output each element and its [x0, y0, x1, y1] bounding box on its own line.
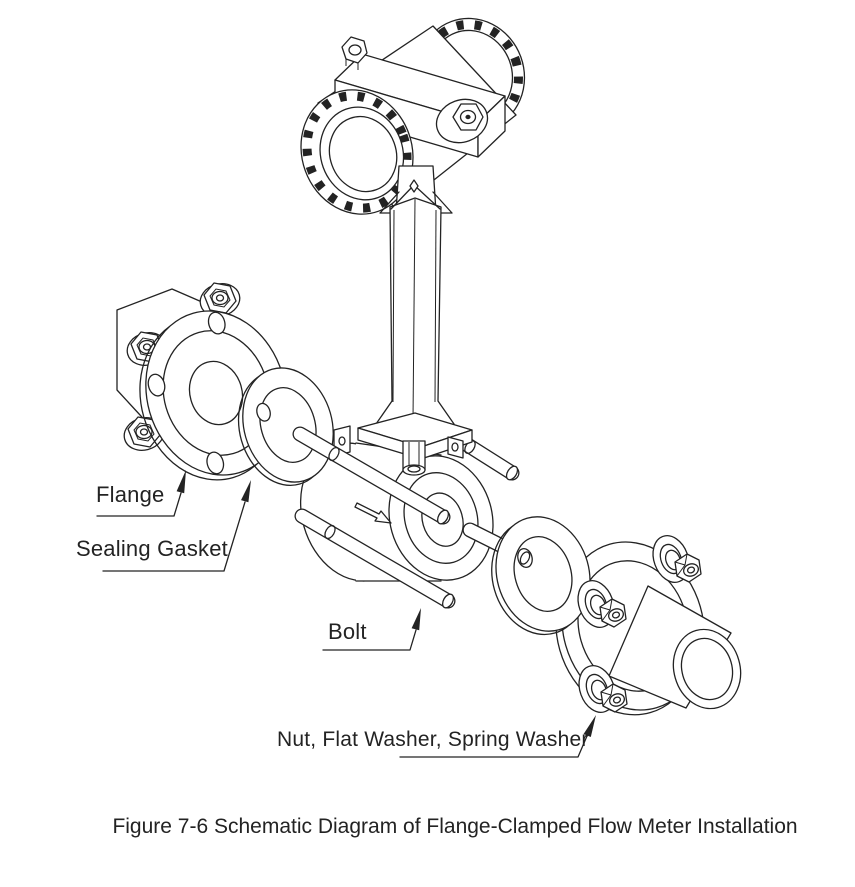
figure-caption: Figure 7-6 Schematic Diagram of Flange-C… [112, 815, 798, 838]
nut-washer-assemblies [577, 535, 702, 713]
sealing-gasket-right [491, 516, 591, 636]
sensor-stem [402, 440, 426, 476]
nut-assembly [577, 580, 627, 628]
label-sealing-gasket: Sealing Gasket [76, 536, 228, 561]
stud-bolt-front-bottom [294, 508, 456, 609]
nut-assembly [578, 665, 628, 713]
bracket-right [447, 436, 464, 459]
label-nut-washers: Nut, Flat Washer, Spring Washer [277, 728, 589, 751]
block-screw [341, 36, 368, 70]
support-neck [375, 165, 455, 433]
label-bolt: Bolt [328, 619, 367, 644]
label-leaders [96, 470, 596, 758]
front-cap [300, 89, 414, 215]
mounting-plate [333, 412, 473, 476]
transmitter-head [300, 17, 526, 215]
sealing-gasket-left [237, 367, 334, 487]
label-flange: Flange [96, 482, 165, 507]
cable-gland [435, 98, 489, 144]
nut-assembly [652, 535, 702, 583]
hex-nut [123, 416, 165, 451]
left-flange [116, 282, 287, 481]
flow-direction-arrow-icon [354, 502, 392, 524]
stud-bolt-front-top [292, 426, 451, 525]
